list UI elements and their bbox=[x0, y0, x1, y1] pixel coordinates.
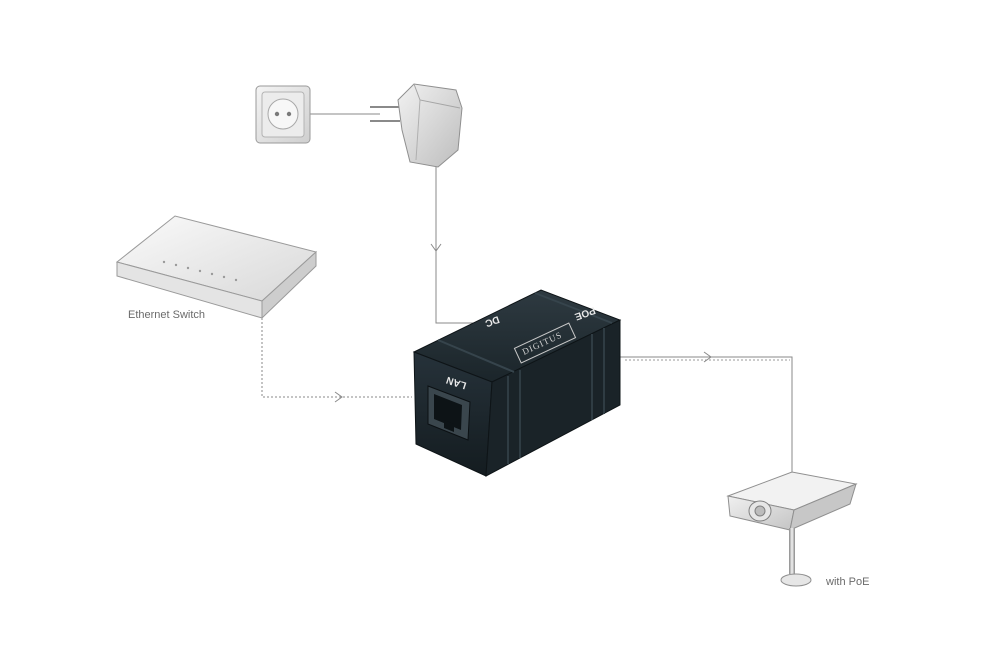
port-label-dc: DC bbox=[483, 313, 500, 328]
dc-arrow-icon bbox=[430, 243, 442, 252]
poe-cable bbox=[620, 356, 793, 478]
power-adapter-icon bbox=[370, 83, 463, 168]
camera-label: with PoE bbox=[825, 576, 869, 588]
brand-badge bbox=[513, 322, 577, 364]
lan-data-cable bbox=[261, 318, 412, 398]
ethernet-switch-icon bbox=[115, 215, 318, 320]
poe-injector-icon bbox=[412, 289, 622, 477]
ip-camera-icon bbox=[726, 471, 858, 587]
lan-arrow-icon bbox=[334, 391, 343, 403]
dc-power-cable bbox=[435, 165, 498, 324]
poe-arrow-icon bbox=[703, 351, 712, 363]
wall-socket-icon bbox=[255, 85, 311, 144]
ethernet-switch-label: Ethernet Switch bbox=[128, 309, 205, 321]
